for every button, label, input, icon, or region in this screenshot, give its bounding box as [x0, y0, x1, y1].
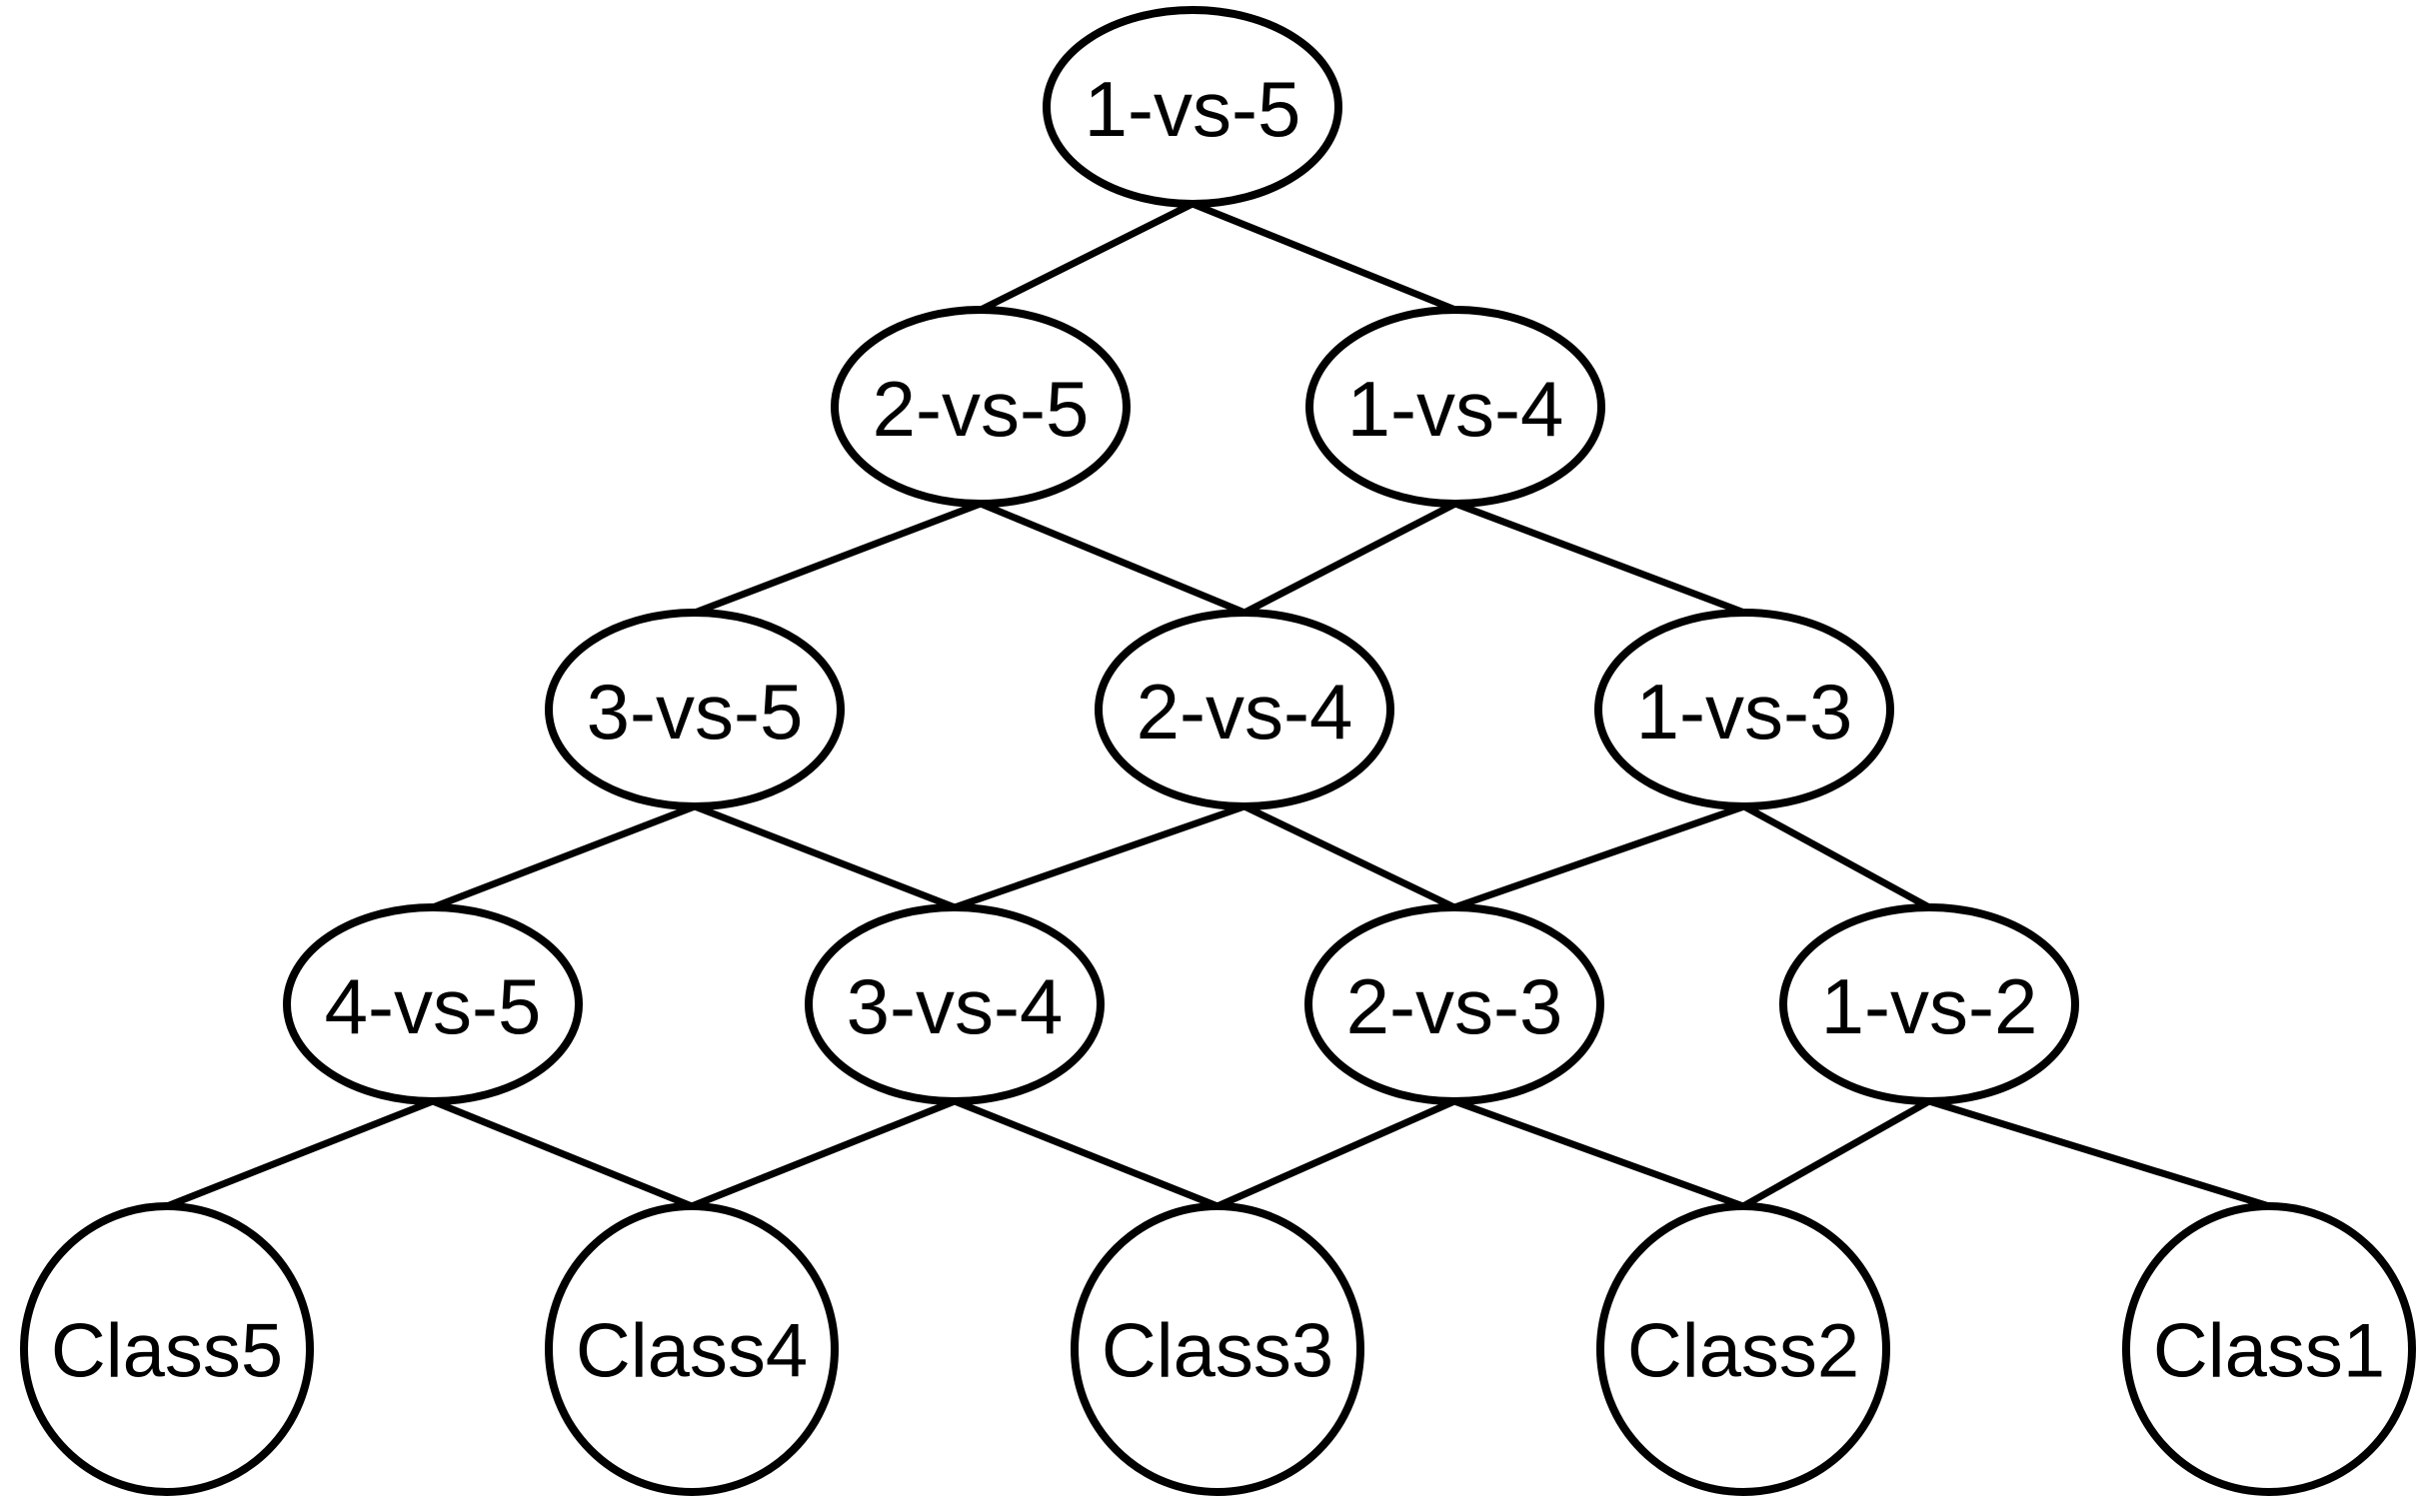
node-label-n4v5: 4-vs-5 — [325, 962, 542, 1050]
node-circle-c4 — [545, 1202, 839, 1496]
edge-n2v4-to-n2v3 — [1240, 802, 1458, 911]
node-label-n1v4: 1-vs-4 — [1347, 365, 1564, 453]
node-label-c2: Class2 — [1627, 1309, 1859, 1394]
edge-n3v4-to-c4 — [688, 1097, 959, 1210]
edge-n2v5-to-n3v5 — [691, 500, 985, 617]
node-circle-c3 — [1071, 1202, 1364, 1496]
edge-n1v3-to-n2v3 — [1450, 802, 1748, 911]
edge-n1v5-to-n2v5 — [977, 200, 1197, 314]
node-ellipse-n1v5 — [1043, 6, 1342, 208]
node-label-c4: Class4 — [576, 1309, 808, 1394]
edge-n4v5-to-c4 — [429, 1097, 696, 1210]
edge-n1v2-to-c1 — [1925, 1097, 2273, 1210]
node-c4[interactable]: Class4 — [545, 1202, 839, 1496]
edge-n2v3-to-c2 — [1450, 1097, 1747, 1210]
edge-n4v5-to-c5 — [163, 1097, 437, 1210]
edge-n2v3-to-c3 — [1214, 1097, 1458, 1210]
node-c5[interactable]: Class5 — [20, 1202, 314, 1496]
node-n2v5[interactable]: 2-vs-5 — [831, 306, 1131, 508]
node-n1v2[interactable]: 1-vs-2 — [1779, 903, 2079, 1105]
node-label-c1: Class1 — [2153, 1309, 2385, 1394]
edge-n3v4-to-c3 — [951, 1097, 1221, 1210]
node-n3v4[interactable]: 3-vs-4 — [805, 903, 1105, 1105]
node-n1v5[interactable]: 1-vs-5 — [1043, 6, 1342, 208]
node-n2v4[interactable]: 2-vs-4 — [1095, 609, 1394, 810]
node-label-n3v5: 3-vs-5 — [587, 668, 804, 756]
edge-n2v4-to-n3v4 — [951, 802, 1248, 911]
node-label-n2v3: 2-vs-3 — [1346, 962, 1563, 1050]
node-c3[interactable]: Class3 — [1071, 1202, 1364, 1496]
node-label-n1v2: 1-vs-2 — [1821, 962, 2038, 1050]
node-n2v3[interactable]: 2-vs-3 — [1304, 903, 1604, 1105]
node-ellipse-n3v4 — [805, 903, 1105, 1105]
edge-n1v4-to-n2v4 — [1240, 500, 1459, 617]
node-label-n1v5: 1-vs-5 — [1085, 65, 1301, 153]
node-c2[interactable]: Class2 — [1596, 1202, 1890, 1496]
edge-n1v4-to-n1v3 — [1451, 500, 1748, 617]
edge-n1v2-to-c2 — [1739, 1097, 1933, 1210]
node-label-n2v5: 2-vs-5 — [873, 365, 1090, 453]
edge-n1v5-to-n1v4 — [1189, 200, 1459, 314]
edge-n3v5-to-n3v4 — [691, 802, 959, 911]
node-n3v5[interactable]: 3-vs-5 — [545, 609, 845, 810]
node-label-n1v3: 1-vs-3 — [1636, 668, 1853, 756]
node-ellipse-n3v5 — [545, 609, 845, 810]
node-ellipse-n2v4 — [1095, 609, 1394, 810]
node-ellipse-n1v3 — [1594, 609, 1894, 810]
node-ellipse-n4v5 — [283, 903, 583, 1105]
node-circle-c1 — [2122, 1202, 2416, 1496]
node-ellipse-n1v4 — [1305, 306, 1605, 508]
node-circle-c5 — [20, 1202, 314, 1496]
node-ellipse-n2v5 — [831, 306, 1131, 508]
node-ellipse-n2v3 — [1304, 903, 1604, 1105]
node-label-n2v4: 2-vs-4 — [1137, 668, 1353, 756]
edge-n3v5-to-n4v5 — [429, 802, 699, 911]
edges-layer — [163, 200, 2273, 1210]
node-label-c3: Class3 — [1102, 1309, 1333, 1394]
node-label-n3v4: 3-vs-4 — [847, 962, 1064, 1050]
node-ellipse-n1v2 — [1779, 903, 2079, 1105]
node-n4v5[interactable]: 4-vs-5 — [283, 903, 583, 1105]
node-n1v3[interactable]: 1-vs-3 — [1594, 609, 1894, 810]
edge-n2v5-to-n2v4 — [977, 500, 1248, 617]
node-circle-c2 — [1596, 1202, 1890, 1496]
nodes-layer: 1-vs-5 2-vs-5 1-vs-4 3-vs-5 2-vs-4 1-vs-3 4-vs… — [20, 6, 2416, 1496]
node-c1[interactable]: Class1 — [2122, 1202, 2416, 1496]
edge-n1v3-to-n1v2 — [1740, 802, 1933, 911]
node-n1v4[interactable]: 1-vs-4 — [1305, 306, 1605, 508]
node-label-c5: Class5 — [51, 1309, 283, 1394]
